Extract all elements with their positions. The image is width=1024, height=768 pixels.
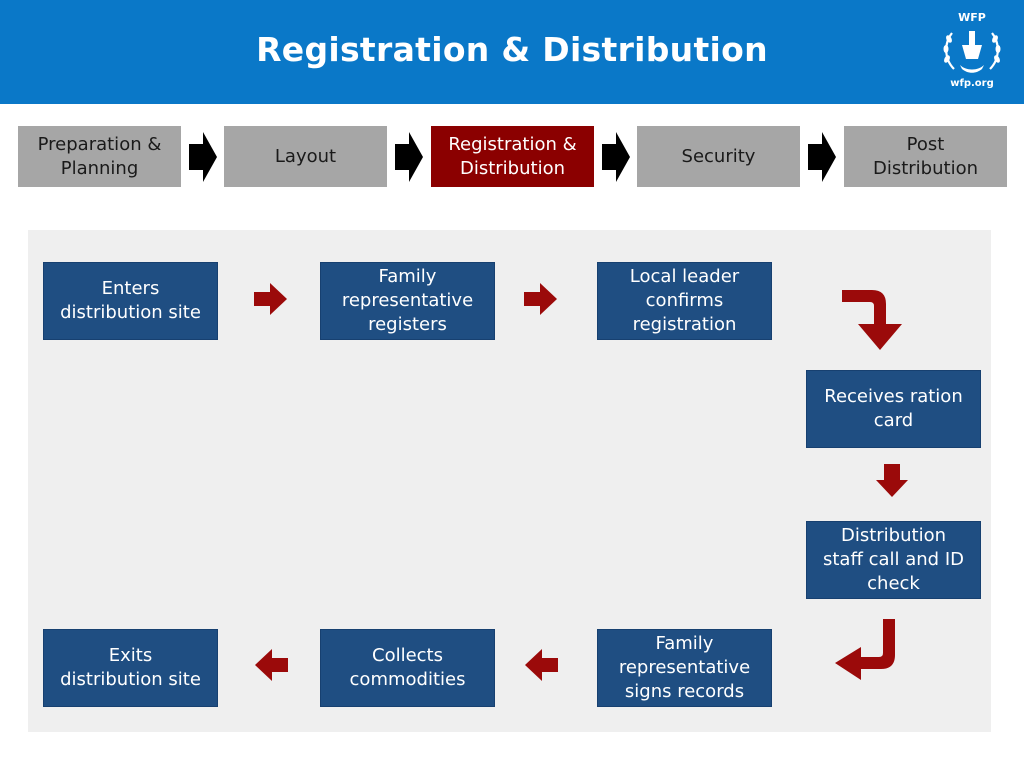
step-layout[interactable]: Layout xyxy=(224,126,387,187)
step-post-distribution[interactable]: Post Distribution xyxy=(844,126,1007,187)
step-preparation-planning[interactable]: Preparation & Planning xyxy=(18,126,181,187)
flow-step-enters-site: Enters distribution site xyxy=(43,262,218,340)
arrow-right-icon xyxy=(602,132,630,182)
wfp-emblem-icon xyxy=(943,31,1001,73)
curved-arrow-down-icon xyxy=(842,290,902,350)
flow-step-receives-card: Receives ration card xyxy=(806,370,981,448)
flow-step-id-check: Distribution staff call and ID check xyxy=(806,521,981,599)
wfp-logo: WFP wfp.org xyxy=(938,8,1006,94)
arrow-left-icon xyxy=(255,649,288,681)
step-registration-distribution[interactable]: Registration & Distribution xyxy=(431,126,594,187)
flow-step-signs-records: Family representative signs records xyxy=(597,629,772,707)
flow-step-exits-site: Exits distribution site xyxy=(43,629,218,707)
arrow-left-icon xyxy=(525,649,558,681)
curved-arrow-left-icon xyxy=(835,619,895,680)
logo-wordmark: WFP xyxy=(958,11,986,24)
arrow-right-icon xyxy=(395,132,423,182)
arrow-down-icon xyxy=(876,464,908,497)
arrow-right-icon xyxy=(254,283,287,315)
arrow-right-icon xyxy=(524,283,557,315)
flow-step-collects-commodities: Collects commodities xyxy=(320,629,495,707)
step-security[interactable]: Security xyxy=(637,126,800,187)
arrow-right-icon xyxy=(808,132,836,182)
arrow-right-icon xyxy=(189,132,217,182)
flow-step-leader-confirms: Local leader confirms registration xyxy=(597,262,772,340)
flow-step-representative-registers: Family representative registers xyxy=(320,262,495,340)
page-title: Registration & Distribution xyxy=(256,30,768,69)
logo-url: wfp.org xyxy=(950,78,994,89)
header-bar: Registration & Distribution WFP wfp.org xyxy=(0,0,1024,104)
